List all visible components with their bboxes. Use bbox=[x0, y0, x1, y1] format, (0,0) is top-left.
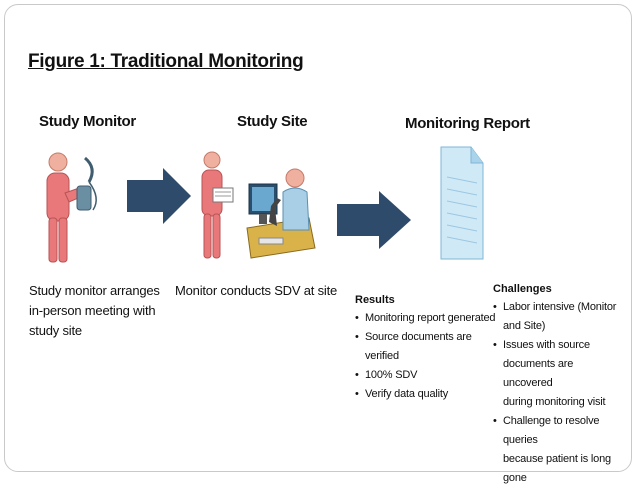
study-site-icon bbox=[201, 151, 316, 259]
figure-title: Figure 1: Traditional Monitoring bbox=[28, 51, 304, 72]
caption-line: Study monitor arranges bbox=[29, 283, 160, 298]
results-title: Results bbox=[355, 294, 395, 306]
monitoring-report-document-icon bbox=[440, 146, 484, 260]
results-item: 100% SDV bbox=[355, 366, 505, 385]
caption-line: in-person meeting with bbox=[29, 303, 156, 318]
slide-frame: Figure 1: Traditional Monitoring Study M… bbox=[4, 4, 632, 484]
flow-arrow-1 bbox=[127, 168, 191, 224]
challenges-item-line: and Site) bbox=[503, 320, 546, 332]
study-monitor-caption: Study monitor arranges in-person meeting… bbox=[29, 281, 160, 341]
monitoring-report-heading: Monitoring Report bbox=[405, 115, 530, 132]
challenges-item-line: Issues with source bbox=[503, 339, 590, 351]
challenges-item: Labor intensive (Monitor and Site) bbox=[493, 298, 619, 336]
challenges-item: Issues with source documents are uncover… bbox=[493, 336, 619, 412]
results-item: Verify data quality bbox=[355, 385, 505, 404]
challenges-item-line: during monitoring visit bbox=[503, 396, 606, 408]
caption-line: Monitor conducts SDV at site bbox=[175, 283, 338, 298]
challenges-list: Labor intensive (Monitor and Site) Issue… bbox=[493, 298, 619, 488]
study-monitor-heading: Study Monitor bbox=[39, 113, 136, 130]
flow-arrow-2 bbox=[337, 191, 411, 249]
study-site-heading: Study Site bbox=[237, 113, 308, 130]
challenges-item-line: Labor intensive (Monitor bbox=[503, 301, 617, 313]
challenges-item-line: documents are uncovered bbox=[503, 358, 574, 389]
results-item: Source documents are verified bbox=[355, 328, 505, 366]
results-list: Monitoring report generated Source docum… bbox=[355, 309, 505, 404]
challenges-item: Challenge to resolve queries because pat… bbox=[493, 412, 619, 488]
caption-line: study site bbox=[29, 323, 82, 338]
challenges-item-line: Challenge to resolve queries bbox=[503, 415, 600, 446]
challenges-title: Challenges bbox=[493, 283, 552, 295]
study-monitor-icon bbox=[46, 152, 97, 263]
study-site-caption: Monitor conducts SDV at site bbox=[175, 281, 337, 301]
results-item: Monitoring report generated bbox=[355, 309, 505, 328]
figure-panel: Figure 1: Traditional Monitoring Study M… bbox=[15, 43, 619, 484]
challenges-item-line: because patient is long gone bbox=[503, 453, 611, 484]
